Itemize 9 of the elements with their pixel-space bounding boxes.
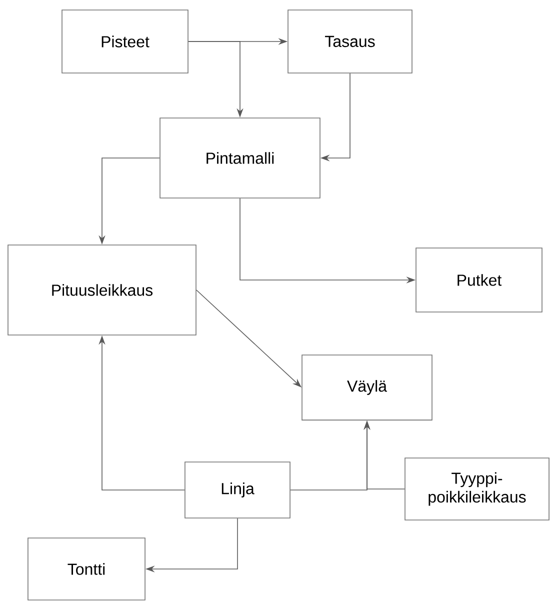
process-box: Tyyppi- poikkileikkaus — [404, 458, 550, 520]
process-box: Pintamalli — [160, 118, 320, 198]
process-box: Pisteet — [62, 10, 188, 74]
process-box: Pituusleikkaus — [8, 244, 196, 336]
process-box: Tasaus — [288, 10, 412, 74]
process-box: Putket — [416, 248, 542, 312]
process-box: Väylä — [302, 354, 432, 420]
process-box: Linja — [184, 462, 290, 518]
process-box: Tontti — [28, 538, 146, 600]
